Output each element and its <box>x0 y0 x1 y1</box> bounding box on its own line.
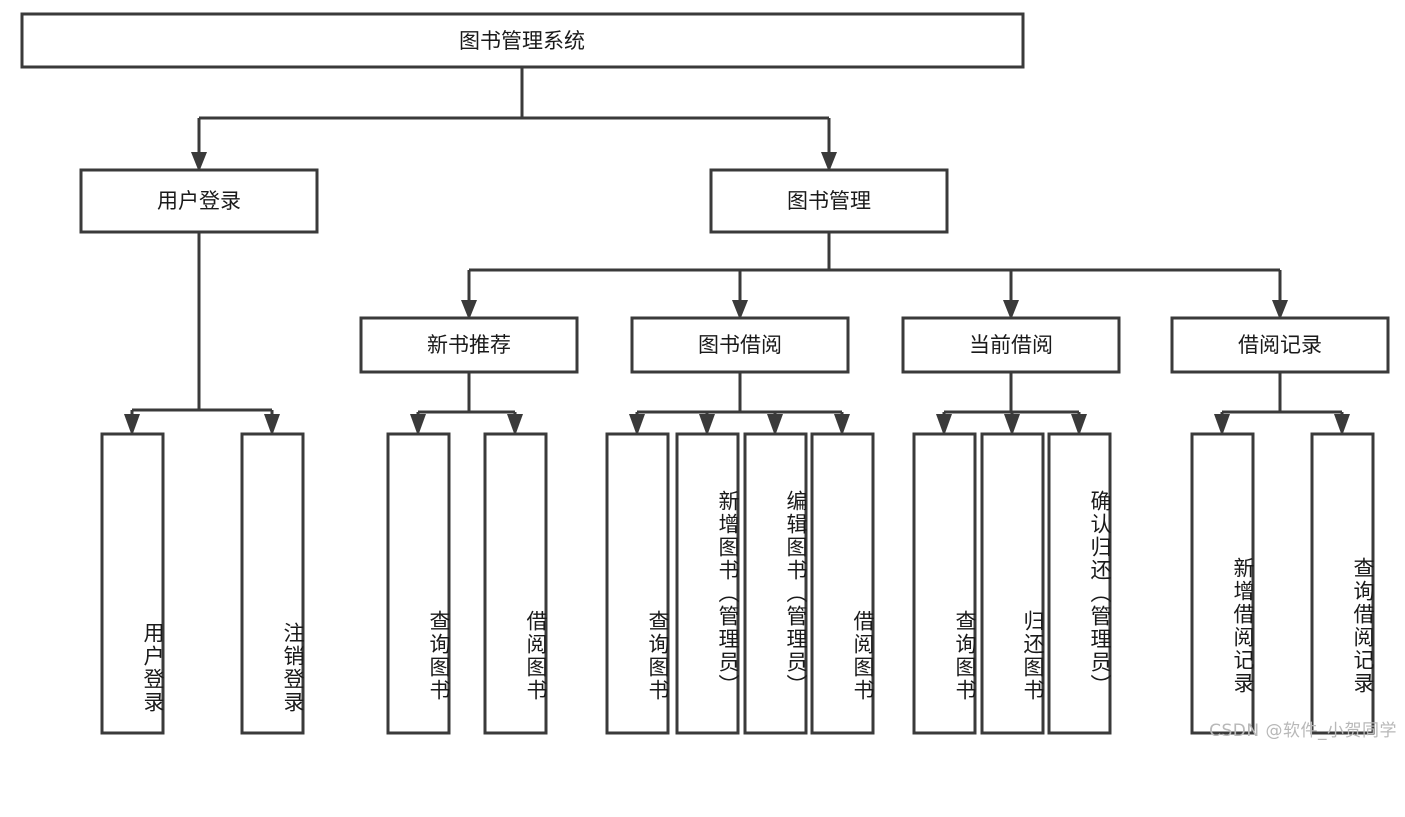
arrowhead-leaf-borrow-book-b <box>834 414 850 436</box>
arrowhead-leaf-edit-book <box>767 414 783 436</box>
node-new-book-recommend-box[interactable] <box>359 316 579 374</box>
node-user-login-label: 用户登录 <box>157 189 241 213</box>
arrowhead-leaf-query-book-b <box>629 414 645 436</box>
node-current-borrow-box[interactable] <box>901 316 1121 374</box>
node-book-borrow-box[interactable] <box>630 316 850 374</box>
leaf-user-login-box[interactable] <box>100 432 165 735</box>
leaf-query-borrow-record-box[interactable] <box>1310 432 1375 735</box>
leaf-add-book-box[interactable] <box>675 432 740 735</box>
connector-layer <box>124 67 1350 436</box>
leaf-borrow-book-a-box[interactable] <box>483 432 548 735</box>
node-new-book-recommend-label: 新书推荐 <box>427 333 511 357</box>
arrowhead-leaf-add-book <box>699 414 715 436</box>
node-user-login-box[interactable] <box>79 168 319 234</box>
leaf-query-book-c-box[interactable] <box>912 432 977 735</box>
arrowhead-leaf-user-login <box>124 414 140 436</box>
node-book-management-label: 图书管理 <box>787 189 871 213</box>
flowchart-diagram: 图书管理系统 用户登录 图书管理 新书推荐 图书借阅 当前借阅 借阅记录 <box>20 12 1397 741</box>
leaf-logout-box[interactable] <box>240 432 305 735</box>
arrowhead-borrow-record <box>1272 300 1288 320</box>
leaf-return-book-box[interactable] <box>980 432 1045 735</box>
arrowhead-leaf-borrow-book-a <box>507 414 523 436</box>
arrowhead-book-borrow <box>732 300 748 320</box>
node-book-management-box[interactable] <box>709 168 949 234</box>
arrowhead-leaf-query-book-a <box>410 414 426 436</box>
leaf-query-book-a-box[interactable] <box>386 432 451 735</box>
node-book-borrow-label: 图书借阅 <box>698 333 782 357</box>
node-current-borrow-label: 当前借阅 <box>969 333 1053 357</box>
arrowhead-new-book-rec <box>461 300 477 320</box>
arrowhead-user-login <box>191 152 207 172</box>
node-layer: 图书管理系统 用户登录 图书管理 新书推荐 图书借阅 当前借阅 借阅记录 <box>20 12 1390 735</box>
arrowhead-leaf-return-book <box>1004 414 1020 436</box>
arrowhead-leaf-query-record <box>1334 414 1350 436</box>
arrowhead-leaf-confirm-return <box>1071 414 1087 436</box>
node-root-box[interactable] <box>20 12 1025 69</box>
node-root-label: 图书管理系统 <box>459 29 585 53</box>
arrowhead-leaf-add-record <box>1214 414 1230 436</box>
leaf-query-book-b-box[interactable] <box>605 432 670 735</box>
leaf-borrow-book-b-box[interactable] <box>810 432 875 735</box>
csdn-watermark: CSDN @软件_小贺同学 <box>1209 721 1397 741</box>
diagram-canvas: 图书管理系统 用户登录 图书管理 新书推荐 图书借阅 当前借阅 借阅记录 <box>20 12 1390 735</box>
arrowhead-leaf-logout <box>264 414 280 436</box>
node-borrow-record-label: 借阅记录 <box>1238 333 1322 357</box>
leaf-edit-book-box[interactable] <box>743 432 808 735</box>
arrowhead-leaf-query-book-c <box>936 414 952 436</box>
leaf-add-borrow-record-box[interactable] <box>1190 432 1255 735</box>
node-borrow-record-box[interactable] <box>1170 316 1390 374</box>
arrowhead-book-mgmt <box>821 152 837 172</box>
arrowhead-current-borrow <box>1003 300 1019 320</box>
leaf-confirm-return-box[interactable] <box>1047 432 1112 735</box>
